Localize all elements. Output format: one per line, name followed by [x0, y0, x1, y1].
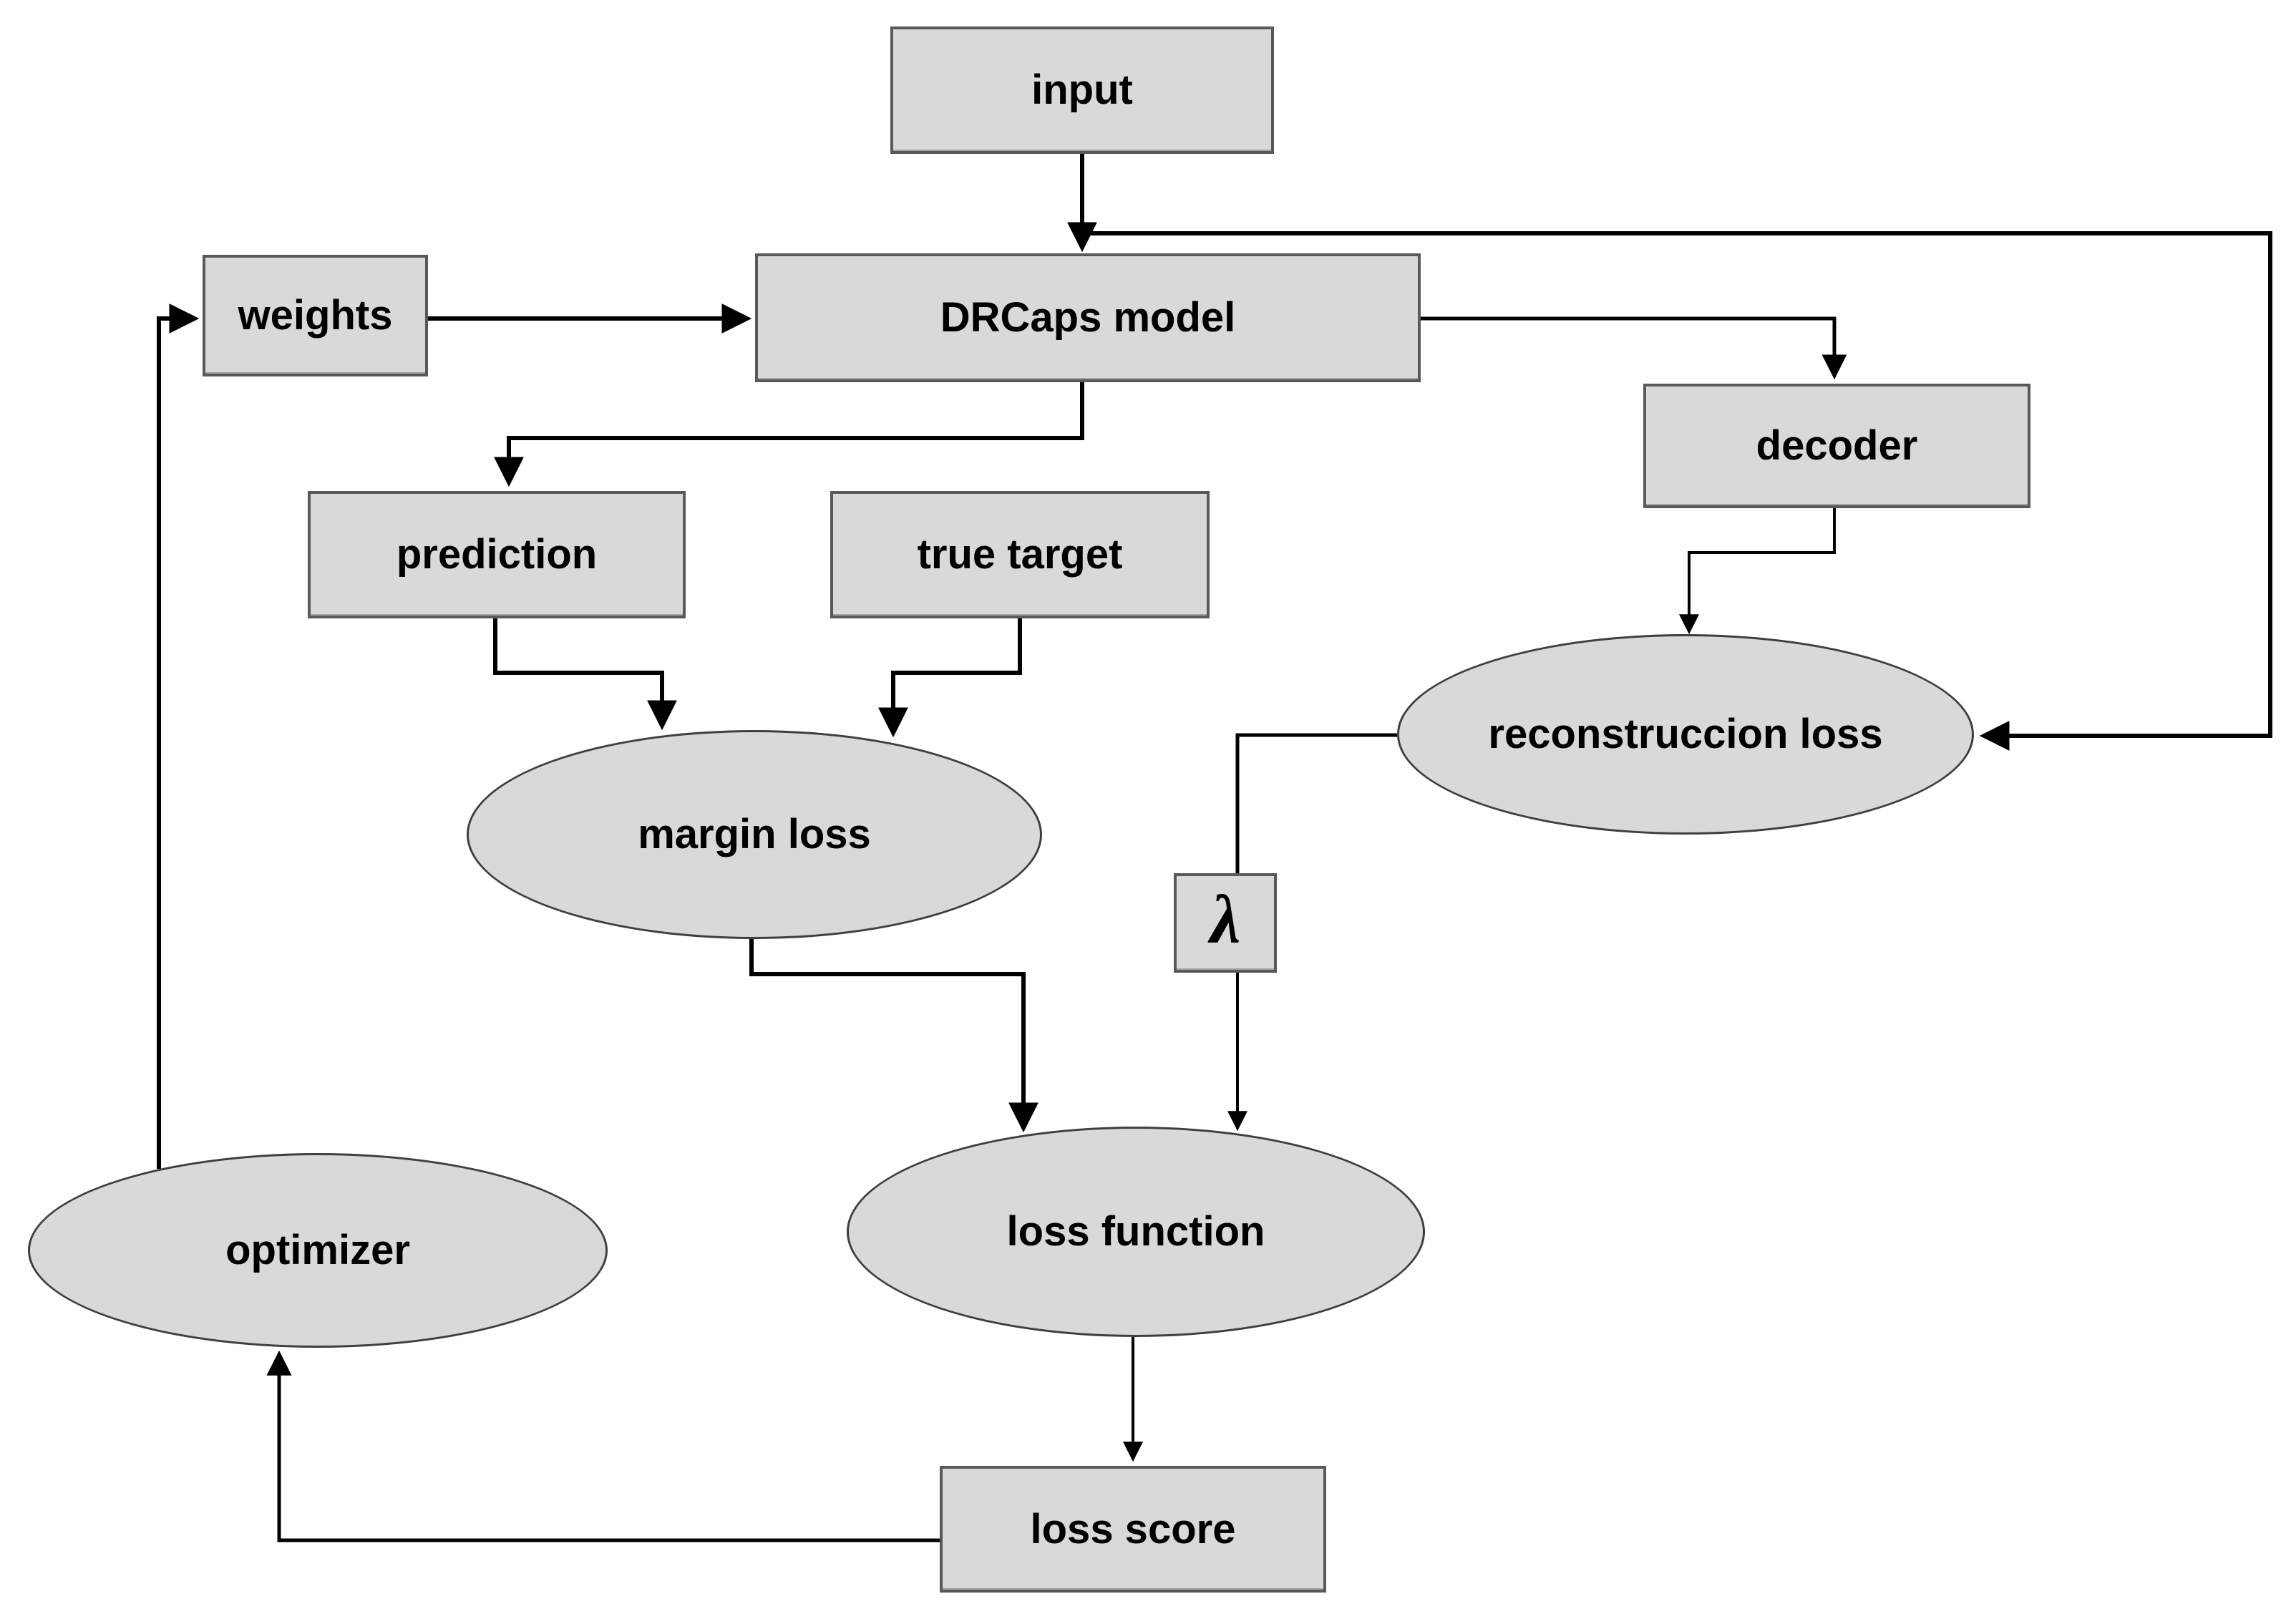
- edge-decoder-to-reconstruction-loss: [1679, 508, 1836, 635]
- edge-prediction-to-margin-loss: [493, 618, 677, 731]
- node-reconstruction-loss-label: reconstruccion loss: [1488, 711, 1883, 758]
- node-drcaps-model-label: DRCaps model: [940, 294, 1236, 341]
- node-decoder: decoder: [1643, 384, 2030, 508]
- node-optimizer-label: optimizer: [225, 1227, 410, 1274]
- edge-margin-loss-to-loss-function: [749, 938, 1038, 1133]
- edge-drcaps-model-to-prediction: [494, 382, 1084, 487]
- node-margin-loss: margin loss: [467, 730, 1042, 939]
- node-input-label: input: [1031, 67, 1133, 114]
- node-loss-score: loss score: [940, 1466, 1326, 1593]
- node-input: input: [890, 26, 1274, 154]
- node-decoder-label: decoder: [1756, 422, 1918, 470]
- node-true-target: true target: [830, 491, 1210, 618]
- edge-drcaps-model-to-decoder: [1421, 316, 1847, 380]
- edge-optimizer-to-weights: [157, 303, 200, 1169]
- node-drcaps-model: DRCaps model: [755, 253, 1421, 382]
- node-loss-function: loss function: [847, 1127, 1425, 1337]
- node-prediction-label: prediction: [396, 531, 598, 578]
- node-lambda-label: λ: [1210, 880, 1241, 958]
- node-prediction: prediction: [308, 491, 686, 618]
- edge-loss-score-to-optimizer: [266, 1350, 940, 1542]
- node-weights-label: weights: [238, 292, 393, 339]
- node-lambda: λ: [1174, 873, 1277, 973]
- node-reconstruction-loss: reconstruccion loss: [1397, 634, 1974, 835]
- node-margin-loss-label: margin loss: [638, 811, 871, 858]
- node-weights: weights: [203, 255, 428, 376]
- edge-true-target-to-margin-loss: [878, 618, 1022, 738]
- node-loss-score-label: loss score: [1030, 1505, 1236, 1552]
- edge-reconstruction-loss-to-lambda: [1235, 733, 1397, 875]
- node-optimizer: optimizer: [28, 1153, 608, 1348]
- edge-input-to-reconstruction-loss: [1082, 231, 2272, 751]
- node-loss-function-label: loss function: [1006, 1208, 1265, 1255]
- node-true-target-label: true target: [917, 531, 1123, 578]
